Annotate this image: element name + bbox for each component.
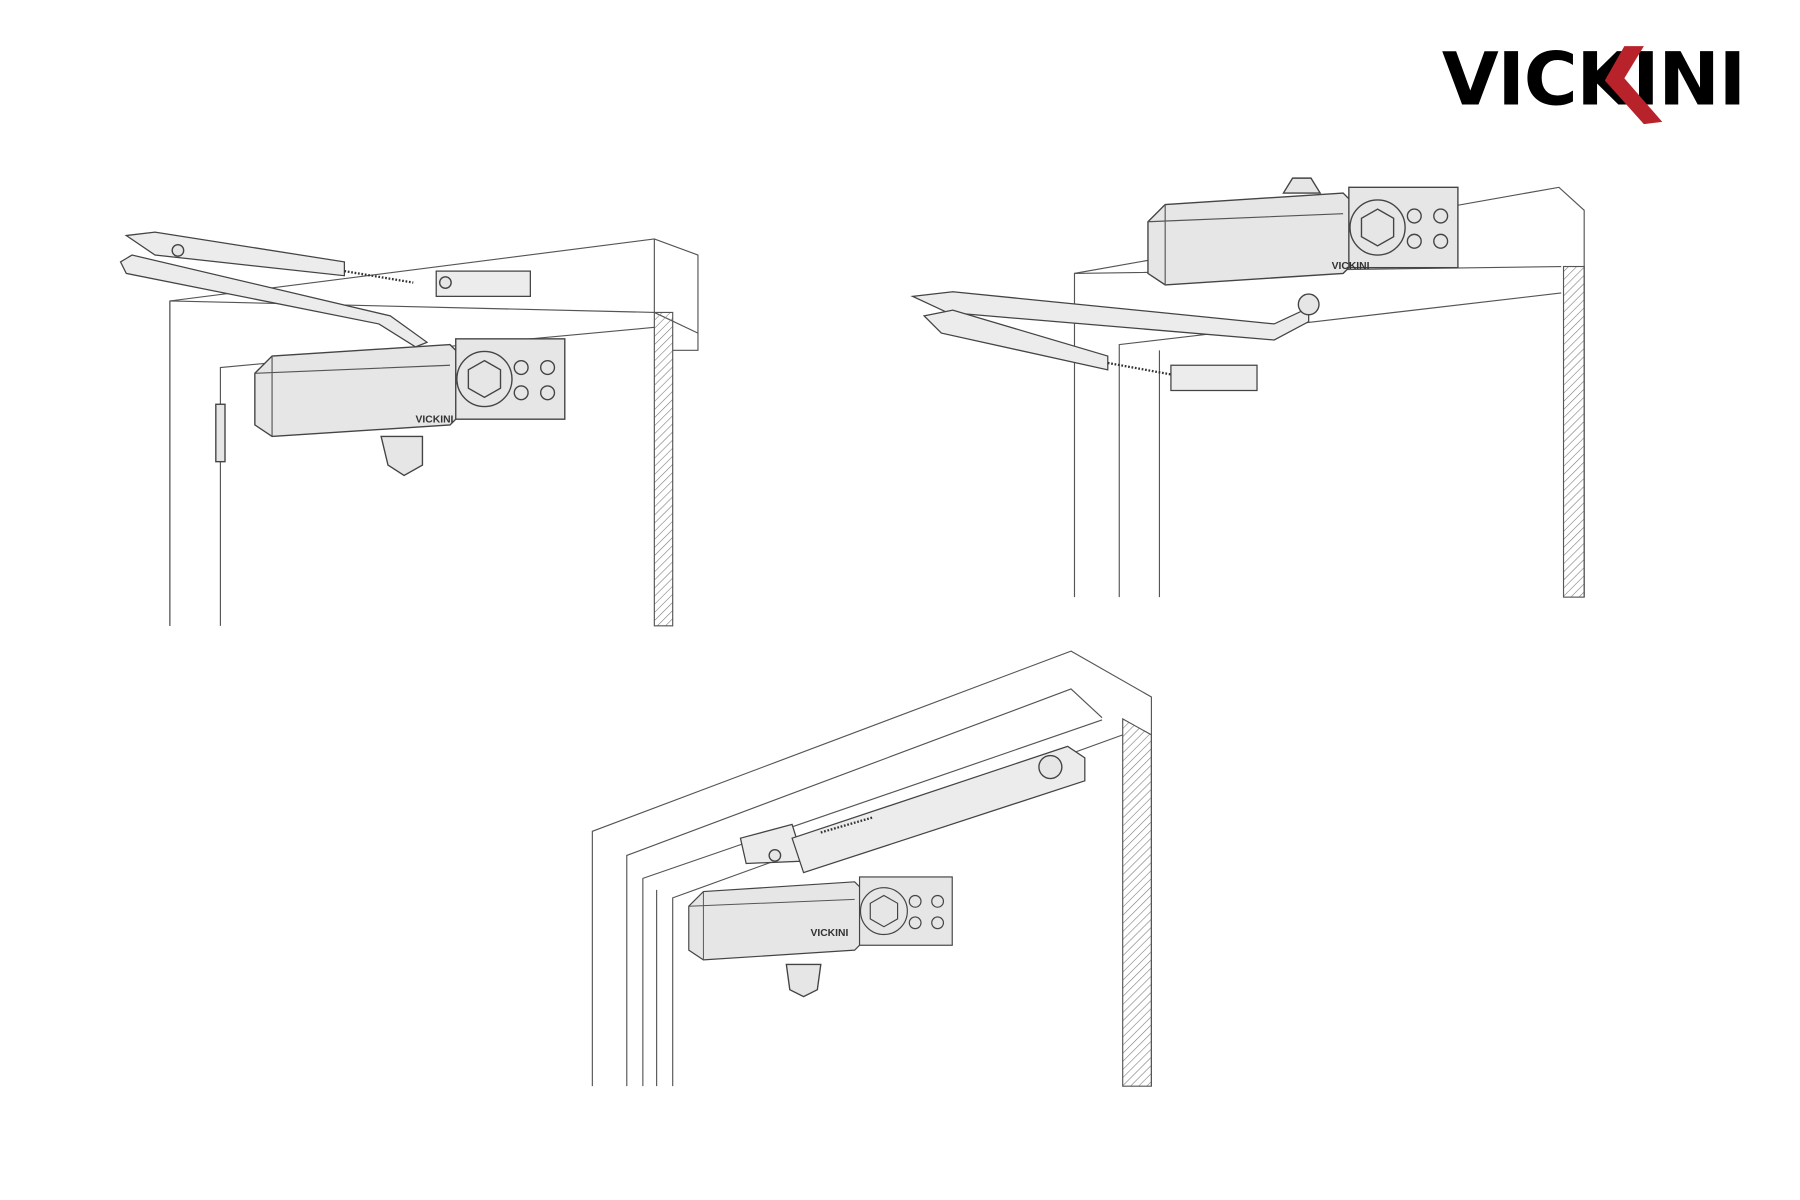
closer-brand-label: VICKINI	[416, 415, 454, 426]
vickini-logo: VICKINI	[1442, 38, 1746, 125]
logo-text: VICKINI	[1442, 38, 1745, 123]
illustration-top-jamb-mount: VICKINI	[910, 177, 1585, 598]
closer-brand-label: VICKINI	[1332, 261, 1370, 272]
illustration-parallel-arm-mount: VICKINI	[591, 650, 1152, 1087]
closer-brand-label: VICKINI	[810, 928, 848, 939]
logo-accent-k	[1604, 46, 1663, 125]
illustration-regular-mount: VICKINI	[119, 231, 699, 627]
